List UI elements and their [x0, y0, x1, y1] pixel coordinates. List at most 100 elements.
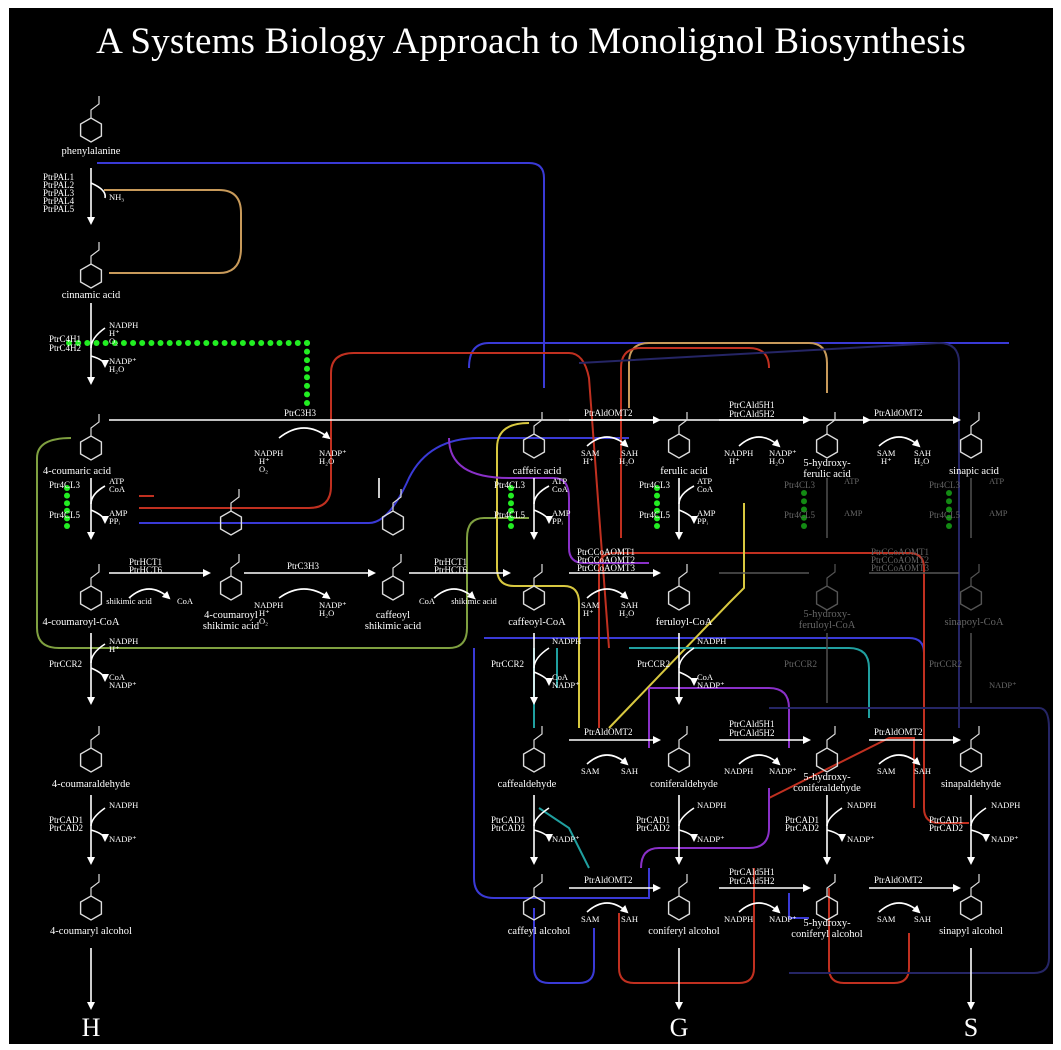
enzyme-c3h-mid: PtrC3H3 [287, 561, 320, 571]
curl-cad-b-in [533, 807, 550, 827]
curl-4cl-out [90, 509, 109, 524]
cofactor-nadph-ccr-c: NADPH [697, 636, 726, 646]
cofactor-nadp-c3h2: NADP⁺ [319, 600, 347, 610]
curl-f5h2 [738, 754, 781, 766]
molecule-hydroxyconiferyl-alcohol [815, 874, 839, 921]
enzyme-comt-e: PtrAldOMT2 [584, 875, 633, 885]
molecule-caffealdehyde [522, 726, 546, 773]
regulation-lines [36, 162, 1050, 984]
label-coumaroyl-shikimic-2: shikimic acid [203, 621, 260, 632]
label-sinapic-acid: sinapic acid [949, 466, 1000, 477]
enzyme-hct-b-1: PtrHCT1 [434, 557, 467, 567]
label-hydroxyconiferyl-alcohol-2: coniferyl alcohol [791, 929, 863, 940]
cofactor-amp-d: AMP [844, 508, 863, 518]
enzyme-ccoaomt-2: PtrCCoAOMT2 [577, 555, 635, 565]
curl-cad-d-out [826, 829, 846, 842]
label-shikimic-acid-a: shikimic acid [106, 596, 152, 606]
cofactor-sah-e: SAH [914, 766, 931, 776]
cofactor-h2o-c4h: H₂O [109, 364, 124, 374]
cofactor-nadph-cad-a: NADPH [109, 800, 138, 810]
molecule-caffeoyl-shikimic [381, 554, 405, 601]
label-hydroxyconiferaldehyde-2: coniferaldehyde [793, 783, 861, 794]
label-4-coumaraldehyde: 4-coumaraldehyde [52, 779, 130, 790]
label-caffeyl-alcohol: caffeyl alcohol [508, 926, 571, 937]
cofactor-coa-hct-a: CoA [177, 596, 194, 606]
cofactor-h2o-sam-a: H₂O [619, 456, 634, 466]
enzyme-cald5h-b-1: PtrCAld5H1 [729, 719, 775, 729]
enzyme-pal-5: PtrPAL5 [43, 204, 75, 214]
enzyme-hct-b-2: PtrHCT6 [434, 565, 468, 575]
reg-line-yellow-b [608, 503, 745, 729]
enzyme-ccr-c: PtrCCR2 [637, 659, 670, 669]
cofactor-h2o-d: H₂O [769, 456, 784, 466]
reg-line-blue-g [788, 893, 809, 919]
label-caffeoyl-coa: caffeoyl-CoA [508, 617, 566, 628]
cofactor-amp-b: AMP [552, 508, 571, 518]
cofactor-o2-c4h: O₂ [109, 336, 118, 346]
molecule-phenylalanine [79, 96, 103, 143]
molecule-hydroxyferuloyl-coa [815, 564, 839, 611]
cofactor-h2o-c3h2: H₂O [319, 608, 334, 618]
reg-line-purple-a [648, 687, 790, 748]
diagram-canvas: A Systems Biology Approach to Monolignol… [9, 8, 1053, 1044]
molecule-caffeoyl-shikimic-top [381, 489, 405, 536]
label-coniferaldehyde: coniferaldehyde [650, 779, 718, 790]
cofactor-nadp-f: NADP⁺ [769, 914, 797, 924]
label-4-coumaric-acid: 4-coumaric acid [43, 466, 112, 477]
cofactor-nadp-ccr-c: NADP⁺ [697, 680, 725, 690]
cofactor-sah-b: SAH [914, 448, 931, 458]
cofactor-h-c3h: H⁺ [259, 456, 270, 466]
cofactor-nadp-c4h: NADP⁺ [109, 356, 137, 366]
reg-line-tan [104, 189, 242, 274]
curl-c4h-in [90, 327, 106, 349]
reg-line-navy-a [769, 707, 1050, 974]
cofactor-nadph-f: NADPH [724, 914, 753, 924]
cofactor-coa-b: CoA [552, 484, 569, 494]
molecule-caffeic-acid [522, 412, 546, 459]
enzyme-comt-d: PtrAldOMT2 [874, 727, 923, 737]
label-ferulic-acid: ferulic acid [660, 466, 708, 477]
enzyme-4cl-d-2: Ptr4CL5 [784, 510, 816, 520]
curl-f5h3 [738, 902, 781, 914]
cofactor-h-d: H⁺ [729, 456, 740, 466]
label-caffeoyl-shikimic-1: caffeoyl [376, 610, 410, 621]
curl-cad-e-out [970, 829, 990, 842]
inactive-flux-arrows [719, 478, 972, 703]
cofactor-h-sam-b: H⁺ [881, 456, 892, 466]
curl-ccr-b-in [533, 647, 550, 669]
curl-hct2 [433, 588, 476, 600]
cofactor-ppi-b: PPᵢ [552, 516, 563, 526]
molecule-sinapic-acid [959, 412, 983, 459]
cofactor-atp-a: ATP [109, 476, 124, 486]
cofactor-sam-c: SAM [581, 600, 600, 610]
cofactor-nadph-cad-e: NADPH [991, 800, 1020, 810]
cofactor-h-sam-c: H⁺ [583, 608, 594, 618]
complex-dots-4cl-e [946, 490, 952, 529]
enzyme-cad-b-1: PtrCAD1 [491, 815, 525, 825]
enzyme-cad-e-1: PtrCAD1 [929, 815, 963, 825]
label-hydroxyferuloyl-coa-1: 5-hydroxy- [803, 609, 851, 620]
reg-line-navy-b [578, 341, 960, 728]
curl-comt3 [586, 754, 629, 766]
cofactor-sah-g: SAH [914, 914, 931, 924]
enzyme-c4h-2: PtrC4H2 [49, 343, 81, 353]
reg-line-blue-c [468, 342, 1009, 369]
cofactor-h-ccr-a: H⁺ [109, 644, 120, 654]
cofactor-atp-d: ATP [844, 476, 859, 486]
label-hydroxyconiferyl-alcohol-1: 5-hydroxy- [803, 918, 851, 929]
label-coumaroyl-shikimic-1: 4-coumaroyl [204, 610, 258, 621]
curl-4cl-c-out [678, 509, 698, 524]
cofactor-sam-a: SAM [581, 448, 600, 458]
molecule-4-coumaryl-alcohol [79, 874, 103, 921]
molecule-sinapaldehyde [959, 726, 983, 773]
complex-dots-c4h-vertical [304, 340, 310, 406]
molecule-caffeyl-alcohol [522, 874, 546, 921]
labels: H G S phenylalanine cinnamic acid 4-coum… [43, 146, 1021, 1042]
cofactor-nadp-ccr-a: NADP⁺ [109, 680, 137, 690]
cofactor-coa-ccr-c: CoA [697, 672, 714, 682]
enzyme-c4h-1: PtrC4H1 [49, 334, 81, 344]
enzyme-ccoaomt-dim-1: PtrCCoAOMT1 [871, 547, 929, 557]
enzyme-ccoaomt-3: PtrCCoAOMT3 [577, 563, 636, 573]
reg-line-green [36, 437, 529, 649]
complex-dots-4cl-b [508, 485, 514, 529]
